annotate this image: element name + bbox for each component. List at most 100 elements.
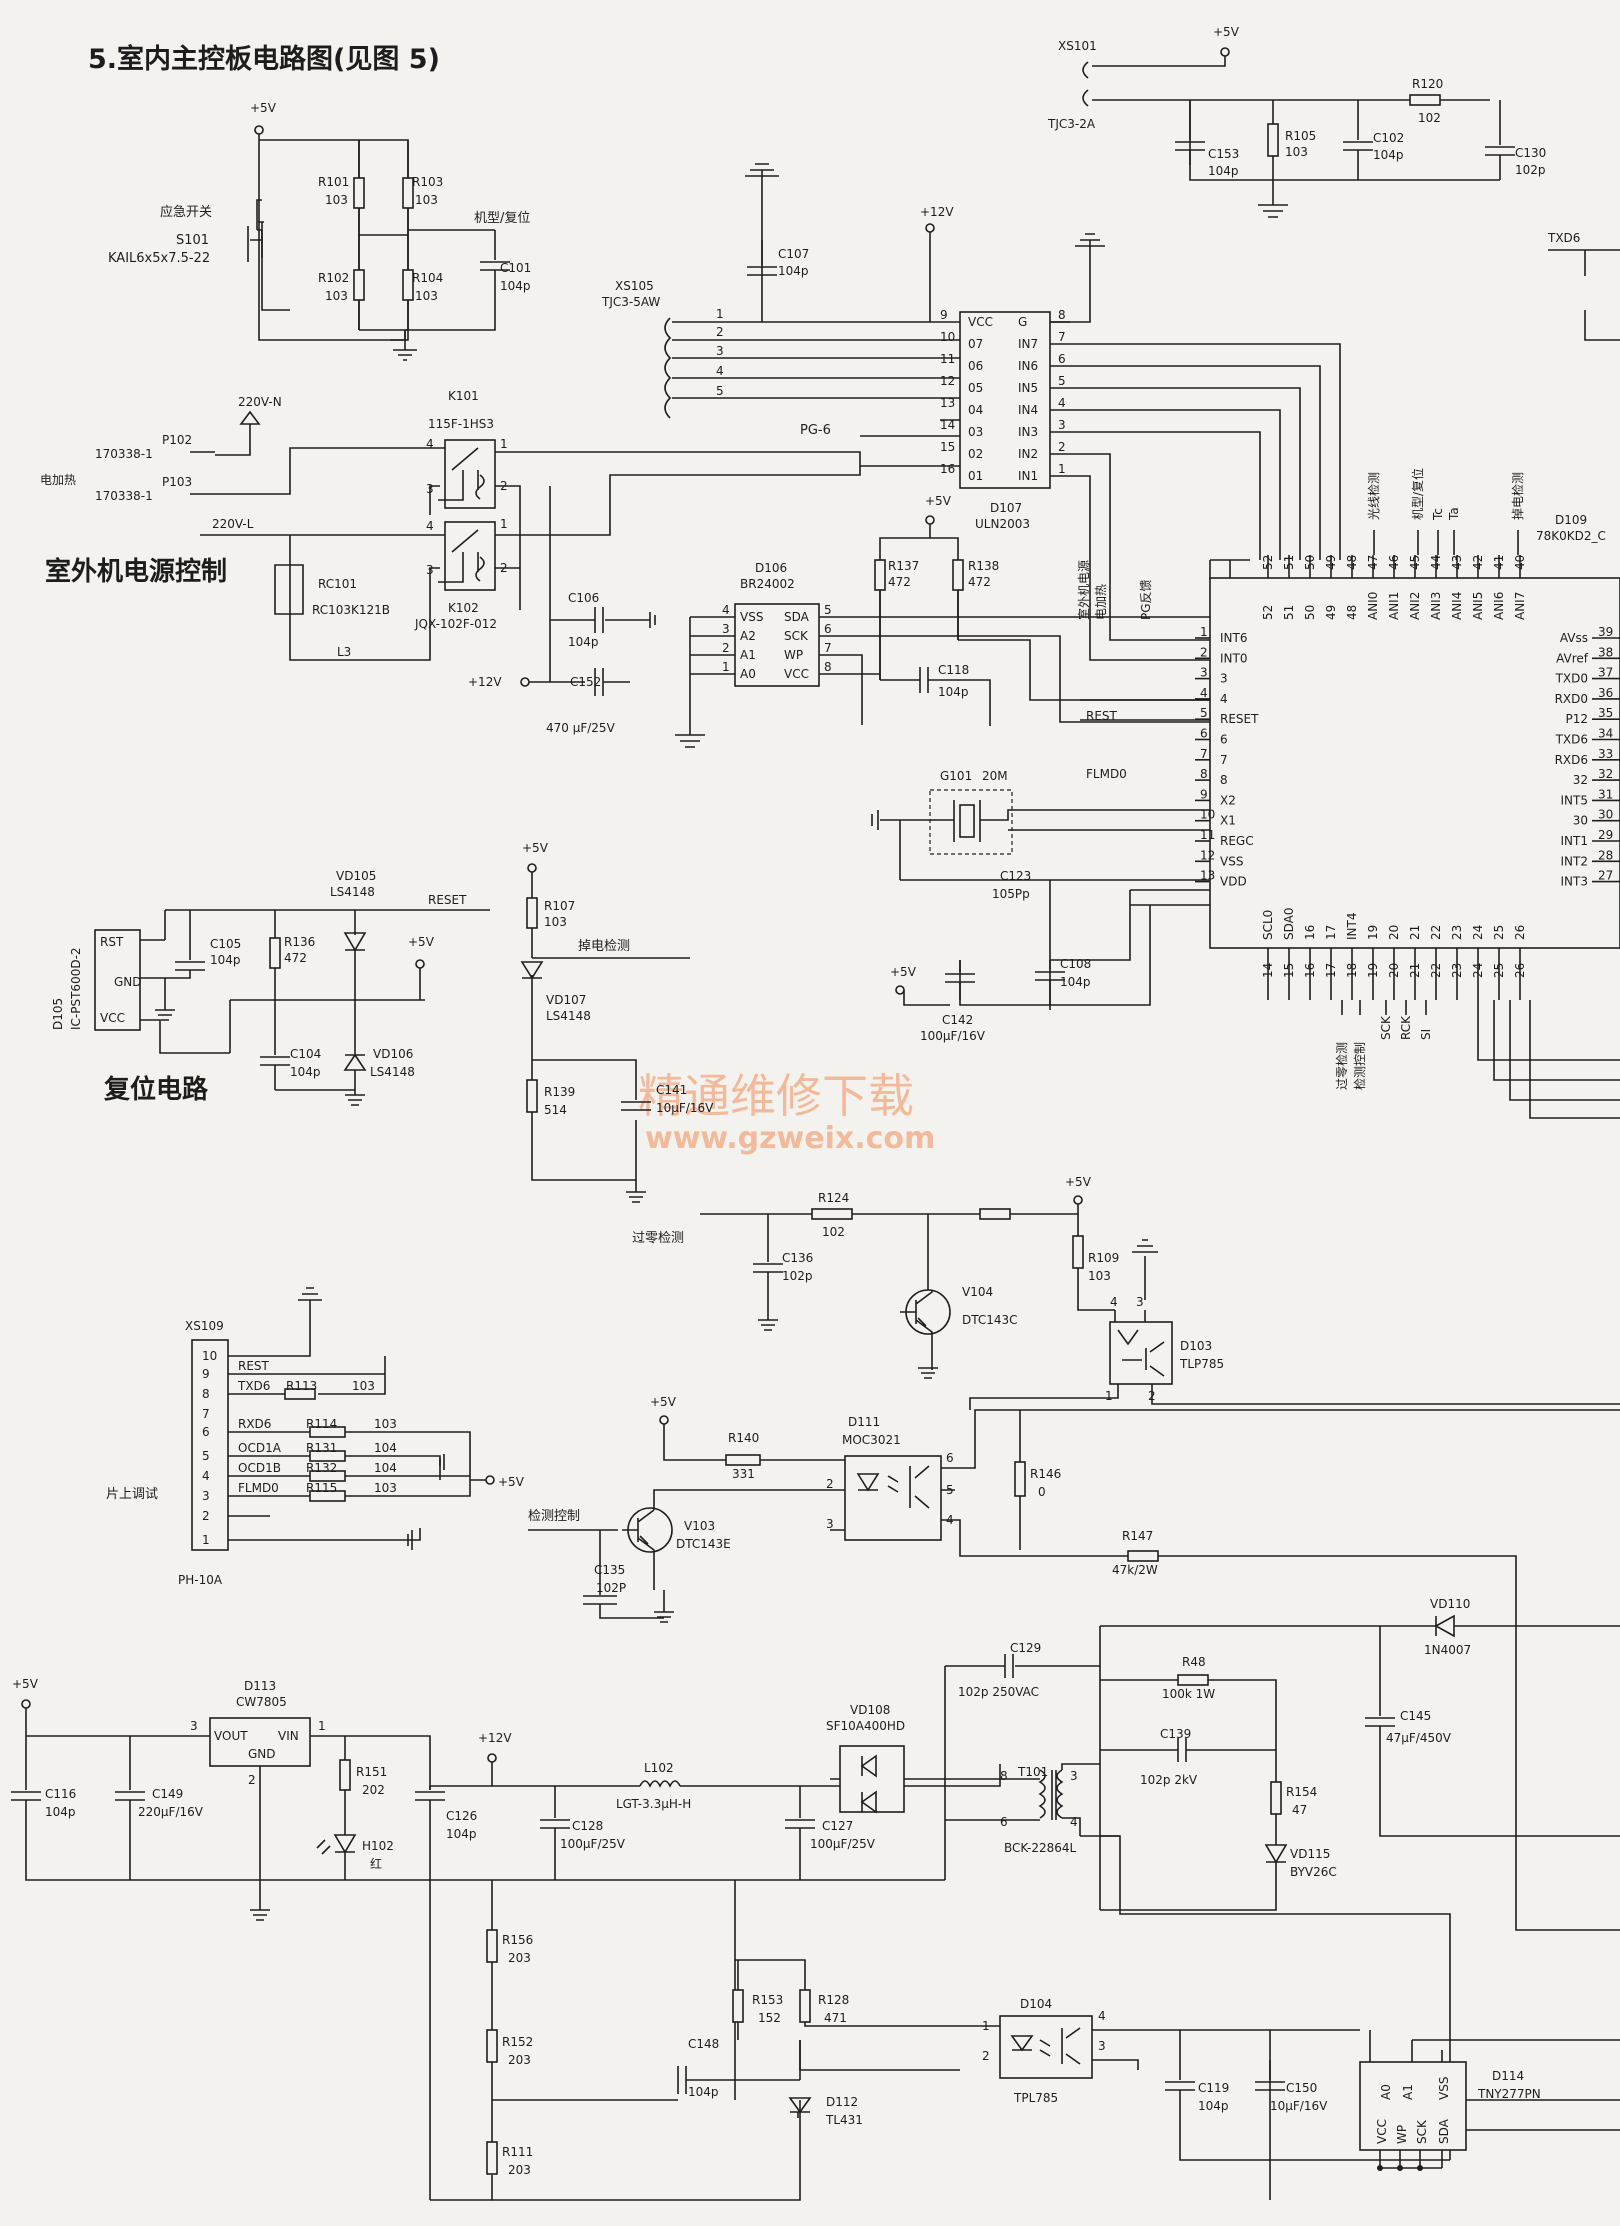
- mcu-pin-name: INT6: [1220, 631, 1247, 645]
- c116-ref: C116: [45, 1787, 76, 1801]
- eeprom-pin-name: SDA: [784, 610, 810, 624]
- mcu-pin-number: 48: [1345, 555, 1359, 570]
- mcu-pin-name: 4: [1220, 692, 1228, 706]
- c150-value: 10μF/16V: [1270, 2099, 1328, 2113]
- eeprom-pin-number: 8: [824, 660, 832, 674]
- mcu-pin-name: ANI7: [1513, 592, 1527, 620]
- r105-value: 103: [1285, 145, 1308, 159]
- mcu-pin-number: 14: [1261, 963, 1275, 978]
- mcu-pin-name: AVref: [1556, 651, 1589, 665]
- r128-ref: R128: [818, 1993, 849, 2007]
- eeprom-pin-name: VSS: [740, 610, 763, 624]
- mcu-pin-number: 12: [1200, 848, 1215, 862]
- ac-l-label: 220V-L: [212, 517, 254, 531]
- vd105-ref: VD105: [336, 869, 376, 883]
- net-zc-detect-v: 过零检测: [1334, 1042, 1349, 1090]
- mcu-pin-name: ANI2: [1408, 592, 1422, 620]
- d105-ref: D105: [51, 998, 65, 1030]
- c102-ref: C102: [1373, 131, 1404, 145]
- d114-pin-sda: SDA: [1437, 2118, 1451, 2144]
- mcu-pin-number: 28: [1598, 848, 1613, 862]
- l102-value: LGT-3.3μH-H: [616, 1797, 691, 1811]
- r146-value: 0: [1038, 1485, 1046, 1499]
- d111-pin-5: 5: [946, 1483, 954, 1497]
- d113-pin-1: 1: [318, 1719, 326, 1733]
- r113-value: 103: [352, 1379, 375, 1393]
- mcu-pin-number: 43: [1450, 555, 1464, 570]
- d105-value: IC-PST600D-2: [69, 947, 83, 1030]
- c129-ref: C129: [1010, 1641, 1041, 1655]
- mcu-pin-number: 2: [1200, 645, 1208, 659]
- mcu-pin-number: 13: [1200, 869, 1215, 883]
- mcu-pin-name: SDA0: [1282, 908, 1296, 941]
- mcu-pin-number: 35: [1598, 706, 1613, 720]
- mcu-pin-name: ANI3: [1429, 592, 1443, 620]
- l3-label: L3: [337, 645, 351, 659]
- r104-value: 103: [415, 289, 438, 303]
- r140-value: 331: [732, 1467, 755, 1481]
- c152-vcc: +12V: [468, 675, 502, 689]
- c141-value: 10μF/16V: [656, 1101, 714, 1115]
- r131-value: 104: [374, 1441, 397, 1455]
- eeprom-pin-name: VCC: [784, 667, 809, 681]
- eeprom-vcc: +5V: [925, 494, 952, 508]
- d107-value: ULN2003: [975, 517, 1030, 531]
- r153-value: 152: [758, 2011, 781, 2025]
- zc-vcc: +5V: [1065, 1175, 1092, 1189]
- rc101-ref: RC101: [318, 577, 357, 591]
- s101-value: KAIL6x5x7.5-22: [108, 251, 210, 266]
- c129-value: 102p 250VAC: [958, 1685, 1039, 1699]
- mcu-pin-number: 23: [1450, 963, 1464, 978]
- r140-ref: R140: [728, 1431, 759, 1445]
- mcu-pin-name: INT3: [1561, 875, 1588, 889]
- mcu-pin-name: VSS: [1220, 854, 1243, 868]
- eeprom-pin-number: 4: [722, 603, 730, 617]
- uln2003-pin-number: 7: [1058, 330, 1066, 344]
- r109-value: 103: [1088, 1269, 1111, 1283]
- r139-value: 514: [544, 1103, 567, 1117]
- xs109-pin-number: 7: [202, 1407, 210, 1421]
- uln2003-pin-name: IN3: [1018, 425, 1038, 439]
- d103-pin-3: 3: [1136, 1295, 1144, 1309]
- r138-value: 472: [968, 575, 991, 589]
- d104-pin-2: 2: [982, 2049, 990, 2063]
- r101-ref: R101: [318, 175, 349, 189]
- r151-value: 202: [362, 1783, 385, 1797]
- mcu-pin-number: 10: [1200, 808, 1215, 822]
- s101-block: +5V 应急开关 S101 KAIL6x5x7.5-22 R101 103 R1…: [108, 101, 531, 361]
- mcu-pin-name: ANI1: [1387, 592, 1401, 620]
- mcu-pin-number: 7: [1200, 747, 1208, 761]
- k101-pin-1: 1: [500, 437, 508, 451]
- k101-value: 115F-1HS3: [428, 417, 494, 431]
- uln2003-pin-name: 06: [968, 359, 983, 373]
- r128-value: 471: [824, 2011, 847, 2025]
- mcu-pin-name: 52: [1261, 605, 1275, 620]
- d113-ref: D113: [244, 1679, 276, 1693]
- mcu-pin-name: INT4: [1345, 913, 1359, 940]
- net-power-detect-v: 掉电检测: [1510, 472, 1525, 520]
- r139-ref: R139: [544, 1085, 575, 1099]
- r114-ref: R114: [306, 1417, 337, 1431]
- mcu-pin-number: 41: [1492, 555, 1506, 570]
- xs105-pin: 5: [716, 384, 724, 398]
- xs109-pin-number: 6: [202, 1425, 210, 1439]
- mcu-pin-name: 24: [1471, 925, 1485, 940]
- p102-value: 170338-1: [95, 447, 153, 461]
- mcu-pin-name: ANI0: [1366, 592, 1380, 620]
- mcu-pin-name: 7: [1220, 753, 1228, 767]
- r132-value: 104: [374, 1461, 397, 1475]
- d113-value: CW7805: [236, 1695, 287, 1709]
- heading-outdoor-power: 室外机电源控制: [45, 556, 227, 587]
- mcu-pin-name: TXD6: [1555, 733, 1588, 747]
- mcu-pin-number: 15: [1282, 963, 1296, 978]
- c135-value: 102P: [596, 1581, 626, 1595]
- fb-vcc: +12V: [478, 1731, 512, 1745]
- r101-value: 103: [325, 193, 348, 207]
- mcu-pin-name: REGC: [1220, 834, 1254, 848]
- r137-ref: R137: [888, 559, 919, 573]
- r146-ref: R146: [1030, 1467, 1061, 1481]
- watermark-cn: 精通维修下载: [638, 1069, 914, 1123]
- feedback-block: +12V L102 LGT-3.3μH-H C128 100μF/25V C12…: [429, 1620, 1620, 2201]
